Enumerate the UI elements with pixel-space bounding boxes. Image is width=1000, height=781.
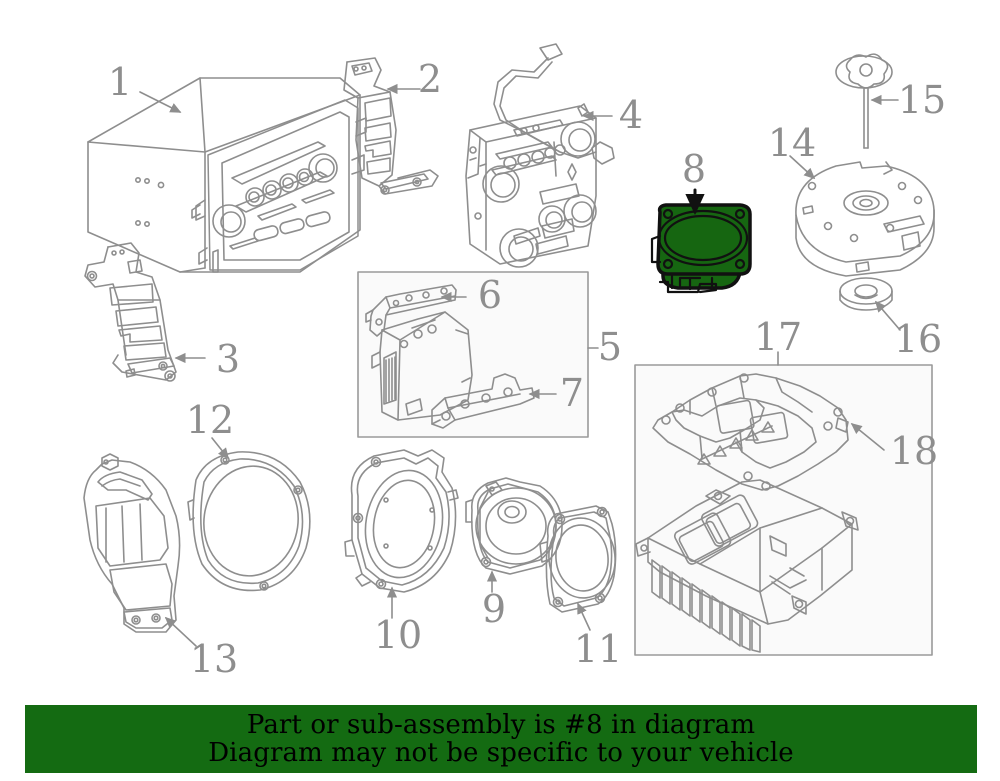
part-front-door-speaker bbox=[344, 449, 459, 593]
part-amplifier-cover-bracket bbox=[652, 373, 849, 491]
banner-line-disclaimer: Diagram may not be specific to your vehi… bbox=[208, 738, 794, 768]
banner-line-part-number: Part or sub-assembly is #8 in diagram bbox=[246, 709, 756, 740]
part-rear-speaker bbox=[539, 505, 617, 613]
part-subwoofer-mount-screw bbox=[835, 53, 893, 149]
callout-number-2: 2 bbox=[418, 57, 442, 101]
callout-number-7: 7 bbox=[560, 371, 584, 415]
callout-number-8: 8 bbox=[682, 147, 706, 191]
callout-number-1: 1 bbox=[108, 60, 132, 104]
callout-number-14: 14 bbox=[768, 121, 816, 165]
parts-diagram-illustration: 1 2 3 4 5 6 7 8 9 10 11 12 13 14 15 16 1… bbox=[83, 43, 946, 681]
callout-number-15: 15 bbox=[898, 78, 946, 122]
part-speaker-grille-cover bbox=[83, 453, 181, 633]
part-radio-bracket-right bbox=[343, 57, 439, 195]
callout-number-3: 3 bbox=[216, 337, 240, 381]
part-amplifier-bracket-lower bbox=[431, 373, 535, 429]
callout-number-4: 4 bbox=[619, 93, 643, 137]
callout-number-17: 17 bbox=[754, 315, 802, 359]
part-climate-audio-control-panel bbox=[465, 43, 615, 268]
callout-leader-1 bbox=[139, 91, 182, 113]
callout-leader-18 bbox=[850, 422, 885, 451]
callout-number-18: 18 bbox=[890, 429, 938, 473]
callout-leader-14 bbox=[789, 155, 816, 180]
part-radio-bracket-left bbox=[84, 242, 177, 382]
callout-number-10: 10 bbox=[374, 613, 422, 657]
callout-number-9: 9 bbox=[482, 587, 506, 631]
part-tweeter-speaker bbox=[465, 477, 563, 575]
part-subwoofer-assembly bbox=[795, 161, 935, 277]
diagram-notice-banner: Part or sub-assembly is #8 in diagram Di… bbox=[25, 705, 977, 773]
part-subwoofer-grommet bbox=[839, 277, 893, 311]
callout-number-12: 12 bbox=[186, 398, 234, 442]
part-amplifier-module bbox=[371, 311, 473, 421]
callout-number-11: 11 bbox=[574, 627, 622, 671]
callout-leader-11 bbox=[577, 602, 591, 631]
callout-leader-12 bbox=[211, 437, 229, 460]
part-amplifier-assembly bbox=[635, 479, 859, 653]
callout-leader-16 bbox=[874, 300, 901, 331]
callout-number-5: 5 bbox=[598, 325, 622, 369]
callout-number-16: 16 bbox=[894, 317, 942, 361]
callout-number-group: 1 2 3 4 5 6 7 8 9 10 11 12 13 14 15 16 1… bbox=[108, 57, 946, 681]
callout-leader-13 bbox=[164, 616, 197, 647]
part-radio-receiver-unit bbox=[87, 77, 367, 273]
callout-number-13: 13 bbox=[190, 637, 238, 681]
part-speaker-assembly-highlighted bbox=[650, 203, 752, 294]
part-speaker-grille-ring bbox=[187, 451, 311, 592]
callout-number-6: 6 bbox=[478, 273, 502, 317]
